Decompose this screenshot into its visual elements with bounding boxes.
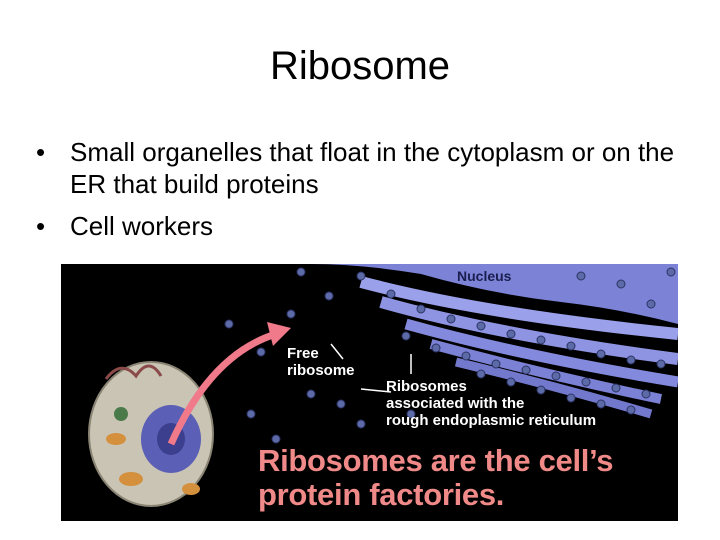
ribosome-dot (447, 315, 455, 323)
ribosome-dot (257, 348, 265, 356)
ribosome-dot (537, 336, 545, 344)
ribosome-dot (477, 370, 485, 378)
ribosome-dot (225, 320, 233, 328)
cell-illustration (89, 362, 213, 506)
bullet-item: • Small organelles that float in the cyt… (36, 136, 696, 200)
ribosome-dot (417, 305, 425, 313)
ribosome-dot (537, 386, 545, 394)
ribosome-dot (597, 350, 605, 358)
ribosome-dot (647, 300, 655, 308)
arrowhead-icon (267, 322, 291, 346)
ribosome-dot (577, 272, 585, 280)
ribosome-dot (567, 342, 575, 350)
slide-title: Ribosome (0, 44, 720, 89)
caption-line1: Ribosomes are the cell’s (258, 444, 613, 478)
figure-caption: Ribosomes are the cell’s protein factori… (258, 444, 613, 512)
er-ribosome-label-line3: rough endoplasmic reticulum (386, 413, 596, 429)
ribosome-dot (507, 378, 515, 386)
ribosome-dot (477, 322, 485, 330)
ribosome-dot (627, 356, 635, 364)
free-ribosome-label-line2: ribosome (287, 363, 355, 379)
ribosome-dot (657, 360, 665, 368)
er-ribosome-label-line2: associated with the (386, 396, 524, 412)
bullet-icon: • (36, 210, 45, 242)
ribosome-dot (387, 290, 395, 298)
caption-line2: protein factories. (258, 478, 613, 512)
ribosome-dot (522, 366, 530, 374)
ribosome-dot (307, 390, 315, 398)
bullet-list: • Small organelles that float in the cyt… (36, 136, 696, 252)
ribosome-dot (612, 384, 620, 392)
free-ribosome-label-line1: Free (287, 346, 319, 362)
ribosome-dot (667, 268, 675, 276)
ribosome-dot (337, 400, 345, 408)
ribosome-dot (642, 390, 650, 398)
bullet-text: Cell workers (70, 211, 213, 241)
ribosome-dot (272, 435, 280, 443)
ribosome-dot (582, 378, 590, 386)
ribosome-dot (462, 352, 470, 360)
ribosome-dot (297, 268, 305, 276)
ribosome-dot (432, 344, 440, 352)
ribosome-dot (507, 330, 515, 338)
bullet-text: Small organelles that float in the cytop… (70, 137, 674, 199)
nucleus-label: Nucleus (457, 268, 511, 284)
ribosome-figure: Nucleus Free ribosome Ribosomes associat… (61, 264, 678, 521)
ribosome-dot (357, 420, 365, 428)
ribosome-dot (402, 332, 410, 340)
ribosome-dot (287, 310, 295, 318)
ribosome-dot (627, 406, 635, 414)
bullet-item: • Cell workers (36, 210, 696, 242)
bullet-icon: • (36, 136, 45, 168)
ribosome-dot (552, 372, 560, 380)
ribosome-dot (247, 410, 255, 418)
ribosome-dot (357, 272, 365, 280)
ribosome-dot (567, 394, 575, 402)
ribosome-dot (325, 292, 333, 300)
er-ribosome-label-line1: Ribosomes (386, 379, 467, 395)
ribosome-dot (492, 360, 500, 368)
ribosome-dot (597, 400, 605, 408)
ribosome-dot (617, 280, 625, 288)
